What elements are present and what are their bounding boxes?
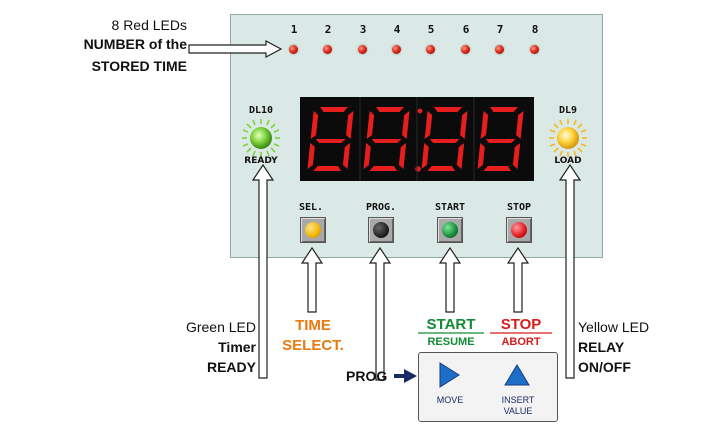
led-number: 7 bbox=[496, 23, 504, 36]
display-digit bbox=[421, 107, 468, 171]
red-led bbox=[358, 45, 367, 54]
stop-main-label: STOP bbox=[500, 316, 542, 333]
red-led bbox=[392, 45, 401, 54]
prog-button-label: PROG. bbox=[365, 202, 397, 213]
green-led-caption: READY bbox=[244, 156, 278, 166]
seven-segment-display bbox=[300, 97, 534, 181]
led-number: 6 bbox=[462, 23, 470, 36]
prog-arrow bbox=[368, 246, 392, 381]
yellow-led-bottom-label-3: ON/OFF bbox=[578, 359, 631, 375]
green-led-id: DL10 bbox=[248, 105, 274, 116]
led-number: 5 bbox=[427, 23, 435, 36]
sel-button-dot bbox=[305, 222, 321, 238]
red-led bbox=[289, 45, 298, 54]
stop-button-label: STOP bbox=[506, 202, 532, 213]
led-number: 8 bbox=[531, 23, 539, 36]
up-triangle-icon[interactable] bbox=[503, 363, 531, 387]
green-led-bottom-label-3: READY bbox=[206, 359, 256, 375]
insert-value-label-1: INSERT bbox=[501, 395, 535, 405]
red-led bbox=[495, 45, 504, 54]
display-digit bbox=[363, 107, 410, 171]
play-icon[interactable] bbox=[437, 361, 461, 389]
sel-button-label: SEL. bbox=[298, 202, 324, 213]
prog-label: PROG bbox=[346, 368, 388, 384]
stop-arrow bbox=[506, 246, 530, 313]
led-number: 2 bbox=[324, 23, 332, 36]
stored-time-arrow bbox=[188, 40, 283, 58]
yellow-led-id: DL9 bbox=[558, 105, 578, 116]
green-led-icon bbox=[242, 119, 280, 157]
led-number: 4 bbox=[393, 23, 401, 36]
yellow-led-icon bbox=[549, 119, 587, 157]
red-led bbox=[461, 45, 470, 54]
prog-button-dot bbox=[373, 222, 389, 238]
red-led bbox=[530, 45, 539, 54]
move-label: MOVE bbox=[436, 395, 464, 405]
sel-arrow bbox=[300, 246, 324, 313]
red-led bbox=[426, 45, 435, 54]
start-button-dot bbox=[442, 222, 458, 238]
start-button-label: START bbox=[434, 202, 466, 213]
yellow-led-bottom-label-2: RELAY bbox=[578, 339, 625, 355]
stop-sub-label: ABORT bbox=[501, 336, 541, 348]
display-digit bbox=[307, 107, 354, 171]
start-arrow bbox=[438, 246, 462, 313]
led-number: 3 bbox=[359, 23, 367, 36]
prog-button[interactable] bbox=[368, 217, 394, 243]
insert-value-label-2: VALUE bbox=[503, 406, 533, 416]
start-main-label: START bbox=[426, 316, 476, 333]
stop-button[interactable] bbox=[506, 217, 532, 243]
stop-button-dot bbox=[511, 222, 527, 238]
prog-mode-box: MOVE INSERT VALUE bbox=[418, 352, 558, 422]
time-select-label-2: SELECT. bbox=[282, 337, 344, 354]
start-button[interactable] bbox=[437, 217, 463, 243]
display-dot bbox=[417, 108, 423, 114]
green-led-arrow bbox=[251, 163, 275, 379]
time-select-label-1: TIME bbox=[295, 317, 331, 334]
stored-time-label-line1: NUMBER of the bbox=[83, 36, 187, 52]
yellow-led-caption: LOAD bbox=[554, 156, 582, 166]
green-led-bottom-label-1: Green LED bbox=[185, 319, 256, 335]
display-digit bbox=[477, 107, 524, 171]
sel-button[interactable] bbox=[300, 217, 326, 243]
yellow-led-bottom-label-1: Yellow LED bbox=[578, 319, 650, 335]
stored-time-label-line2: STORED TIME bbox=[91, 58, 187, 74]
led-number: 1 bbox=[290, 23, 298, 36]
red-led bbox=[323, 45, 332, 54]
yellow-led-arrow bbox=[558, 163, 582, 379]
red-leds-label: 8 Red LEDs bbox=[111, 17, 187, 33]
start-sub-label: RESUME bbox=[427, 336, 475, 348]
green-led-bottom-label-2: Timer bbox=[218, 339, 256, 355]
